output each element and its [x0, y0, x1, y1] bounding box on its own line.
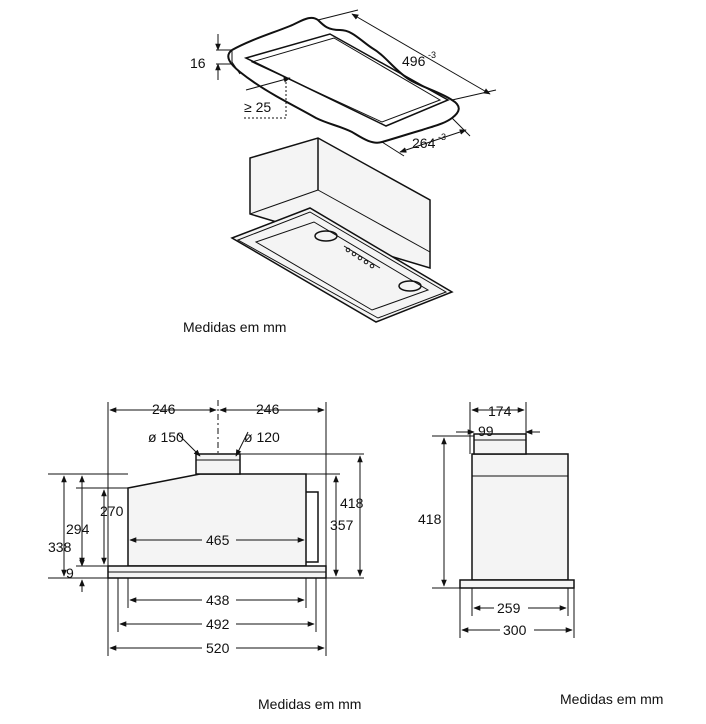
dim-465-label: 465 — [206, 532, 230, 548]
dim-496: 496 -3 — [317, 9, 497, 101]
side-view-hood — [459, 433, 575, 589]
caption-front: Medidas em mm — [258, 696, 361, 712]
dim-ge25: ≥ 25 — [244, 76, 291, 119]
dim-338-label: 338 — [48, 539, 72, 555]
dim-438-label: 438 — [206, 592, 230, 608]
dim-520-label: 520 — [206, 640, 230, 656]
cutout-panel-isometric — [227, 16, 460, 144]
dim-16-label: 16 — [190, 55, 206, 71]
dim-right-verticals: 418 357 — [240, 453, 364, 579]
dim-259-label: 259 — [497, 600, 521, 616]
dim-492-label: 492 — [206, 616, 230, 632]
dim-246-pair: 246 246 — [107, 401, 327, 566]
dim-418-side-label: 418 — [418, 511, 442, 527]
dim-ge25-label: ≥ 25 — [244, 99, 271, 115]
dim-496-label: 496 — [402, 53, 426, 69]
dim-300-label: 300 — [503, 622, 527, 638]
dim-264: 264 -3 — [381, 117, 471, 157]
dim-174-label: 174 — [488, 403, 512, 419]
dim-9-label: 9 — [66, 565, 74, 581]
dim-246-right-label: 246 — [256, 401, 280, 417]
dim-357-label: 357 — [330, 517, 354, 533]
dim-270-label: 270 — [100, 503, 124, 519]
dim-264-label: 264 — [412, 135, 436, 151]
hood-unit-isometric — [230, 137, 454, 323]
caption-top: Medidas em mm — [183, 319, 286, 335]
dim-d150-label: ø 150 — [148, 429, 184, 445]
dim-d120-label: ø 120 — [244, 429, 280, 445]
dim-465: 465 — [129, 530, 305, 548]
dim-418-front-label: 418 — [340, 495, 364, 511]
dim-16: 16 — [190, 34, 232, 80]
dim-496-tolerance: -3 — [428, 50, 436, 60]
dim-294-label: 294 — [66, 521, 90, 537]
dim-diameters: ø 150 ø 120 — [148, 429, 280, 457]
front-view-hood — [107, 453, 327, 579]
dim-264-tolerance: -3 — [438, 132, 446, 142]
dim-bottom-horizontals: 438 492 520 — [107, 578, 327, 656]
side-view-dims: 174 99 418 259 300 — [418, 402, 575, 638]
caption-side: Medidas em mm — [560, 691, 663, 707]
dim-99-label: 99 — [478, 423, 494, 439]
dim-left-verticals: 338 294 270 9 — [48, 473, 128, 592]
dim-246-left-label: 246 — [152, 401, 176, 417]
